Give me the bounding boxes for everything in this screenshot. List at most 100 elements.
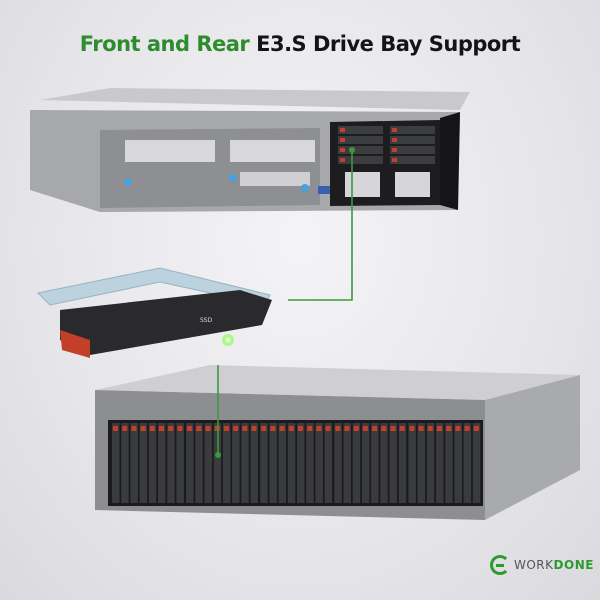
drive-bay-latch — [381, 426, 387, 431]
drive-bay — [324, 423, 333, 503]
drive-bay — [371, 423, 379, 503]
drive-bay — [260, 423, 268, 503]
e3s-drive-image: SSD — [36, 267, 272, 358]
rear-drive-bay — [338, 146, 383, 154]
drive-bay-latch — [353, 426, 359, 431]
drive-bay-latch — [418, 426, 424, 431]
drive-bay — [241, 423, 249, 503]
rear-drive-bay — [338, 126, 383, 134]
rear-drive-bay — [338, 156, 383, 164]
drive-bay-latch — [205, 426, 211, 431]
rear-drive-bay — [390, 126, 435, 134]
rear-drive-latch — [392, 148, 397, 152]
drive-bay-latch — [159, 426, 164, 431]
drive-bay — [287, 423, 296, 503]
front-server-image — [95, 365, 580, 520]
drive-bay-latch — [261, 426, 267, 431]
drive-bay-latch — [279, 426, 285, 431]
logo-mark-icon — [490, 555, 510, 575]
drive-bay — [167, 423, 175, 503]
drive-bay — [445, 423, 453, 503]
drive-bay-latch — [307, 426, 313, 431]
drive-bay-latch — [409, 426, 415, 431]
drive-bay-latch — [344, 426, 350, 431]
drive-bay — [278, 423, 287, 503]
drive-bay — [186, 423, 194, 503]
drive-bay — [250, 423, 258, 503]
drive-bay — [454, 423, 462, 503]
headline-highlight: Front and Rear — [79, 32, 250, 56]
drive-bay — [361, 423, 370, 503]
drive-bay-latch — [131, 426, 137, 431]
rear-drive-latch — [340, 148, 345, 152]
drive-bay-latch — [399, 426, 405, 431]
drive-bay — [158, 423, 166, 503]
rear-drive-latch — [340, 128, 345, 132]
drive-bay — [417, 423, 426, 503]
drive-bay — [297, 423, 305, 503]
drive-bay-latch — [187, 426, 193, 431]
drive-bay-latch — [455, 426, 461, 431]
drive-bay-latch — [177, 426, 183, 431]
drive-bay — [139, 423, 148, 503]
drive-bay — [112, 423, 120, 503]
drive-bay-latch — [168, 426, 174, 431]
drive-bay — [408, 423, 416, 503]
rear-drive-bay — [338, 136, 383, 144]
drive-bay — [222, 423, 231, 503]
rear-drive-latch — [392, 158, 397, 162]
drive-bay-latch — [233, 426, 239, 431]
drive-bay-latch — [473, 426, 479, 431]
drive-bay — [463, 423, 472, 503]
drive-bay — [380, 423, 388, 503]
drive-bay — [398, 423, 407, 503]
drive-bay-latch — [122, 426, 128, 431]
rear-drive-bay — [390, 156, 435, 164]
drive-bay-latch — [223, 426, 229, 431]
drive-bay — [232, 423, 240, 503]
drive-bay-latch — [427, 426, 433, 431]
rear-drive-latch — [340, 138, 345, 142]
drive-bay-latch — [437, 426, 442, 431]
drive-bay-latch — [316, 426, 322, 431]
drive-bay — [121, 423, 129, 503]
headline: Front and Rear E3.S Drive Bay Support — [0, 32, 600, 56]
connector-lines — [217, 150, 353, 455]
drive-bay-latch — [372, 426, 378, 431]
drive-label: SSD — [200, 317, 213, 324]
rear-drive-bay — [390, 136, 435, 144]
drive-bay — [269, 423, 277, 503]
drive-bay — [352, 423, 361, 503]
drive-bay-latch — [251, 426, 257, 431]
drive-bay-latch — [325, 426, 331, 431]
drive-bay — [148, 423, 157, 503]
drive-bay — [426, 423, 435, 503]
logo-suffix: DONE — [553, 558, 594, 572]
drive-bay — [343, 423, 351, 503]
drive-bay-latch — [362, 426, 368, 431]
drive-bay — [130, 423, 138, 503]
drive-bay-latch — [270, 426, 276, 431]
drive-bay-latch — [242, 426, 248, 431]
rear-server-image — [30, 88, 470, 212]
drive-bay-latch — [298, 426, 303, 431]
drive-bay — [436, 423, 444, 503]
drive-bay-latch — [140, 426, 146, 431]
drive-bay-latch — [390, 426, 396, 431]
drive-bay — [195, 423, 203, 503]
drive-bay-latch — [464, 426, 470, 431]
rear-drive-latch — [392, 138, 397, 142]
rear-drive-bay — [390, 146, 435, 154]
drive-bay-latch — [288, 426, 294, 431]
drive-bay-latch — [196, 426, 202, 431]
headline-rest: E3.S Drive Bay Support — [256, 32, 521, 56]
drive-bay — [472, 423, 481, 503]
drive-bay — [204, 423, 212, 503]
drive-bay — [334, 423, 342, 503]
drive-bay — [176, 423, 184, 503]
drive-bay — [213, 423, 222, 503]
drive-bay — [315, 423, 323, 503]
logo-prefix: WORK — [514, 558, 554, 572]
rear-drive-latch — [392, 128, 397, 132]
